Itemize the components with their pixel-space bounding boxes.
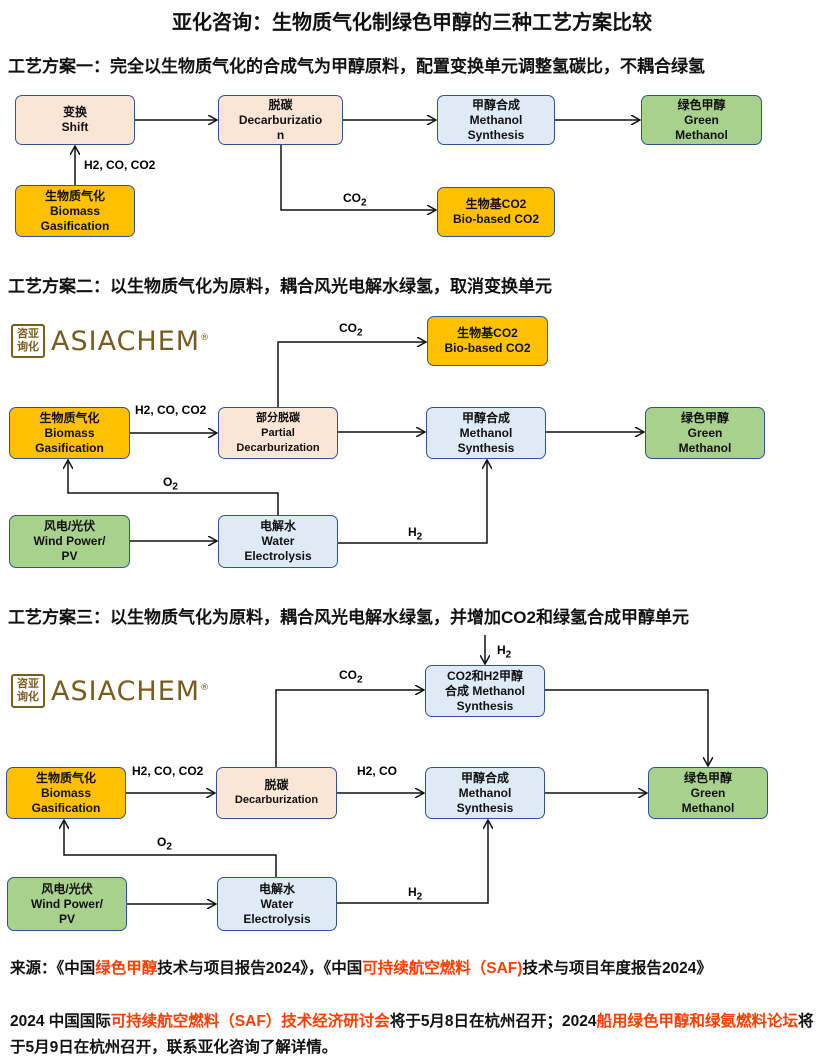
co2-label: CO2 (339, 668, 363, 686)
o2-label: O2 (163, 475, 178, 493)
scheme2-heading: 工艺方案二：以生物质气化为原料，耦合风光电解水绿氢，取消变换单元 (8, 277, 552, 296)
scheme3-heading: 工艺方案三：以生物质气化为原料，耦合风光电解水绿氢，并增加CO2和绿氢合成甲醇单… (8, 608, 689, 627)
h2-label: H2 (408, 525, 423, 543)
arrow-dc-cms (275, 690, 424, 767)
syngas-label: H2, CO, CO2 (84, 158, 156, 172)
arrow-ele-ms-h2 (337, 820, 488, 904)
co2-label: CO2 (343, 191, 367, 209)
arrow-pd-co2 (277, 342, 426, 407)
h2-label: H2 (408, 885, 423, 903)
scheme1-heading: 工艺方案一：完全以生物质气化的合成气为甲醇原料，配置变换单元调整氢碳比，不耦合绿… (8, 57, 705, 76)
arrow-ele-bio-o2 (64, 820, 277, 877)
arrow-ele-bio-o2 (68, 460, 279, 515)
o2-label: O2 (157, 835, 172, 853)
h2-co-label: H2, CO (357, 764, 398, 778)
event-note: 2024 中国国际可持续航空燃料（SAF）技术经济研讨会将于5月8日在杭州召开；… (10, 1013, 814, 1056)
h2-top-label: H2 (497, 643, 512, 661)
page-title: 亚化咨询：生物质气化制绿色甲醇的三种工艺方案比较 (172, 12, 652, 34)
arrow-decarb-co2 (280, 145, 436, 210)
saf-conference-link: 可持续航空燃料（SAF）技术经济研讨会 (110, 1013, 390, 1030)
syngas-label: H2, CO, CO2 (135, 403, 207, 417)
marine-fuel-forum-link: 船用绿色甲醇和绿氨燃料论坛 (596, 1013, 799, 1030)
arrow-ele-ms-h2 (338, 460, 487, 544)
arrow-cms-gm (545, 689, 708, 766)
source-note: 来源：《中国绿色甲醇技术与项目报告2024》，《中国可持续航空燃料（SAF)技术… (10, 960, 712, 977)
co2-label: CO2 (339, 321, 363, 339)
syngas-label: H2, CO, CO2 (132, 764, 204, 778)
